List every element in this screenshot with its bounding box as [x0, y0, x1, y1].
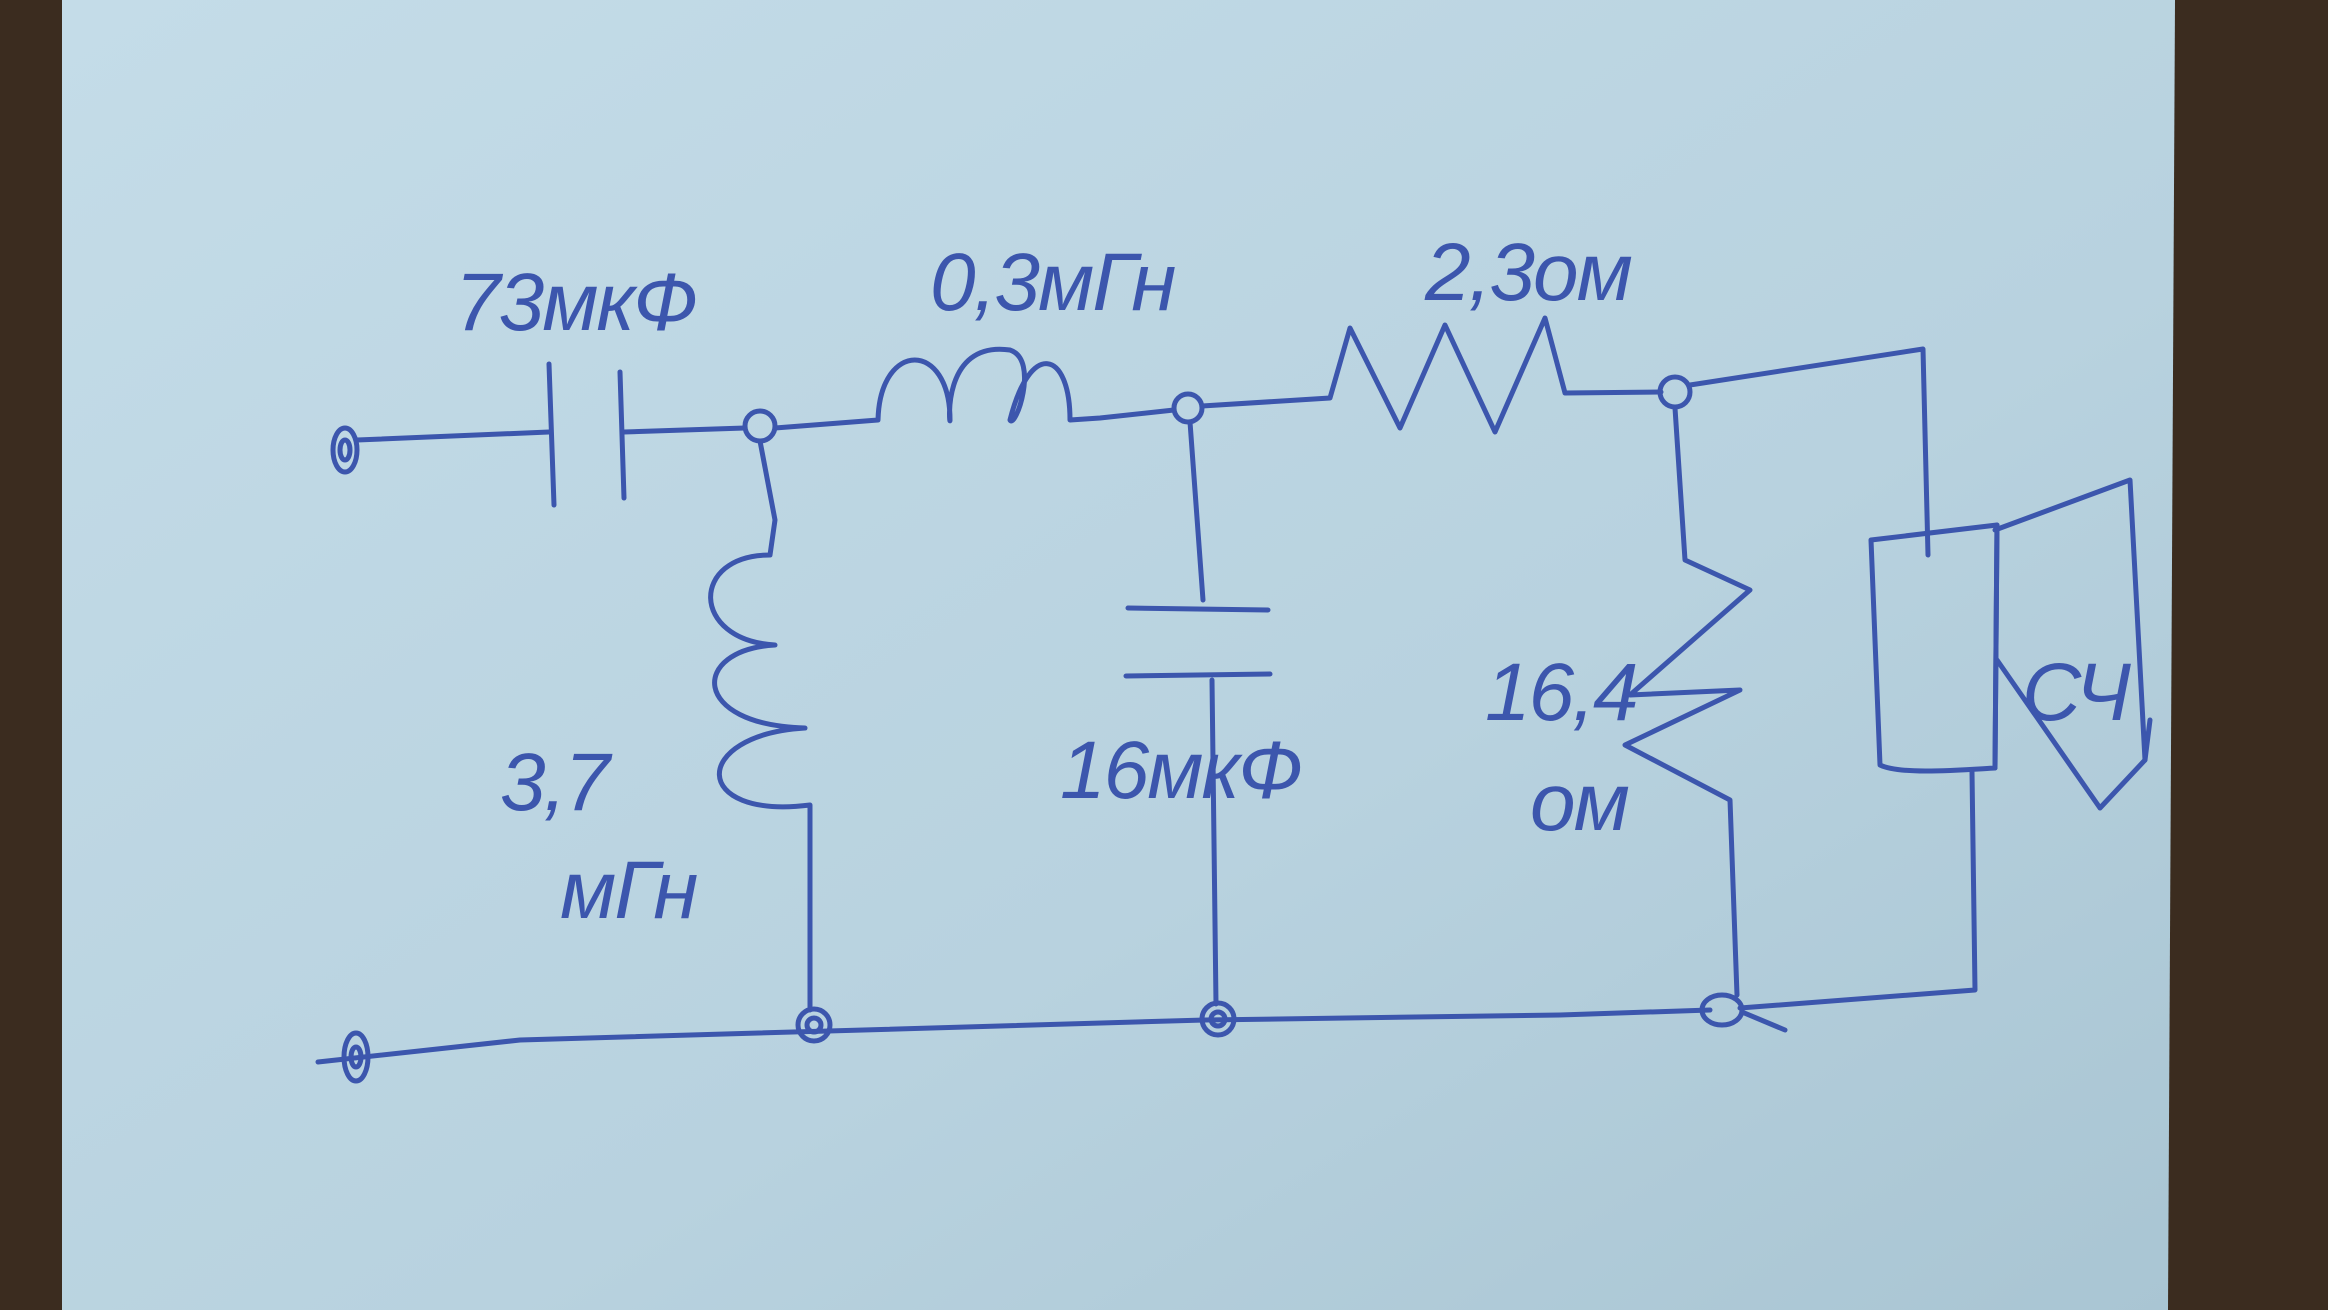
series-resistor-symbol — [1199, 315, 1664, 435]
input-terminal-top — [330, 425, 360, 475]
shunt-resistor-unit: ом — [1530, 757, 1629, 848]
series-inductor-label: 0,3мГн — [930, 237, 1175, 328]
node-f — [1699, 992, 1788, 1033]
series-resistor-label: 2,3ом — [1424, 227, 1632, 318]
wire — [1737, 769, 1978, 1011]
ground-wire — [315, 1007, 1713, 1065]
shunt-resistor-value: 16,4 — [1485, 647, 1637, 738]
shunt-resistor-symbol — [1622, 405, 1753, 998]
series-inductor-symbol — [772, 346, 1177, 431]
shunt-capacitor-label: 16мкФ — [1060, 725, 1301, 816]
speaker-label: СЧ — [2022, 647, 2132, 738]
speaker-symbol — [1868, 477, 2153, 811]
node-d — [795, 1006, 833, 1044]
shunt-inductor-unit: мГн — [560, 845, 697, 936]
series-capacitor-label: 73мкФ — [455, 257, 696, 348]
shunt-inductor-symbol — [708, 438, 813, 1013]
series-capacitor-symbol — [546, 361, 748, 508]
shunt-inductor-value: 3,7 — [500, 737, 613, 828]
wire — [354, 429, 552, 443]
shunt-capacitor-symbol — [1123, 419, 1273, 1007]
wire — [1687, 346, 1931, 558]
paper-sheet — [62, 0, 2175, 1310]
